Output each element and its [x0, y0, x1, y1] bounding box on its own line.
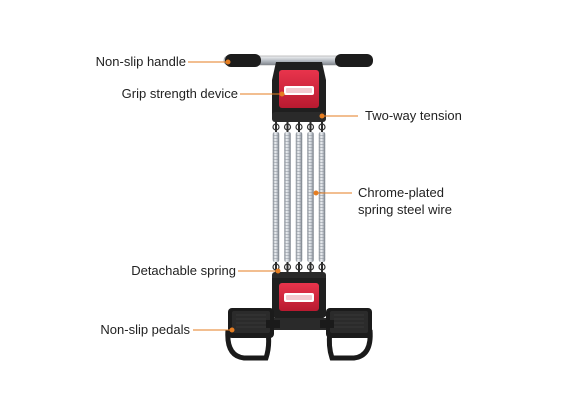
spring	[295, 132, 303, 262]
spring-hook-loop	[283, 263, 292, 271]
leader-lines	[188, 59, 358, 333]
spring-hook-loop	[295, 263, 303, 271]
spring-hook-loop	[306, 123, 315, 131]
spring-hook-loop	[283, 123, 292, 131]
label-detachable-spring: Detachable spring	[131, 263, 236, 278]
springs	[272, 132, 326, 262]
spring-hook-loop	[318, 263, 326, 271]
bottom-grip-device	[262, 272, 336, 330]
label-non-slip-pedals: Non-slip pedals	[100, 322, 190, 337]
spring-hook-loop	[295, 123, 303, 131]
bottom-hooks	[272, 262, 326, 272]
label-chrome-plated-line1: Chrome-plated	[358, 185, 444, 200]
spring-hook-loop	[306, 263, 315, 271]
spring	[307, 132, 314, 262]
spring-hook-loop	[272, 123, 280, 131]
spring	[284, 132, 291, 262]
left-pedal	[225, 308, 280, 361]
spring	[318, 132, 326, 262]
label-two-way-tension: Two-way tension	[365, 108, 462, 123]
label-chrome-plated-line2: spring steel wire	[358, 202, 452, 217]
right-grip	[335, 54, 373, 67]
handle-bar	[223, 54, 373, 67]
top-grip-device	[272, 62, 326, 122]
left-grip	[225, 54, 261, 67]
spring	[272, 132, 280, 262]
label-grip-strength-device: Grip strength device	[121, 86, 238, 101]
top-hooks	[272, 122, 326, 132]
spring-hook-loop	[318, 123, 326, 131]
right-pedal	[320, 308, 373, 361]
label-non-slip-handle: Non-slip handle	[95, 54, 186, 69]
